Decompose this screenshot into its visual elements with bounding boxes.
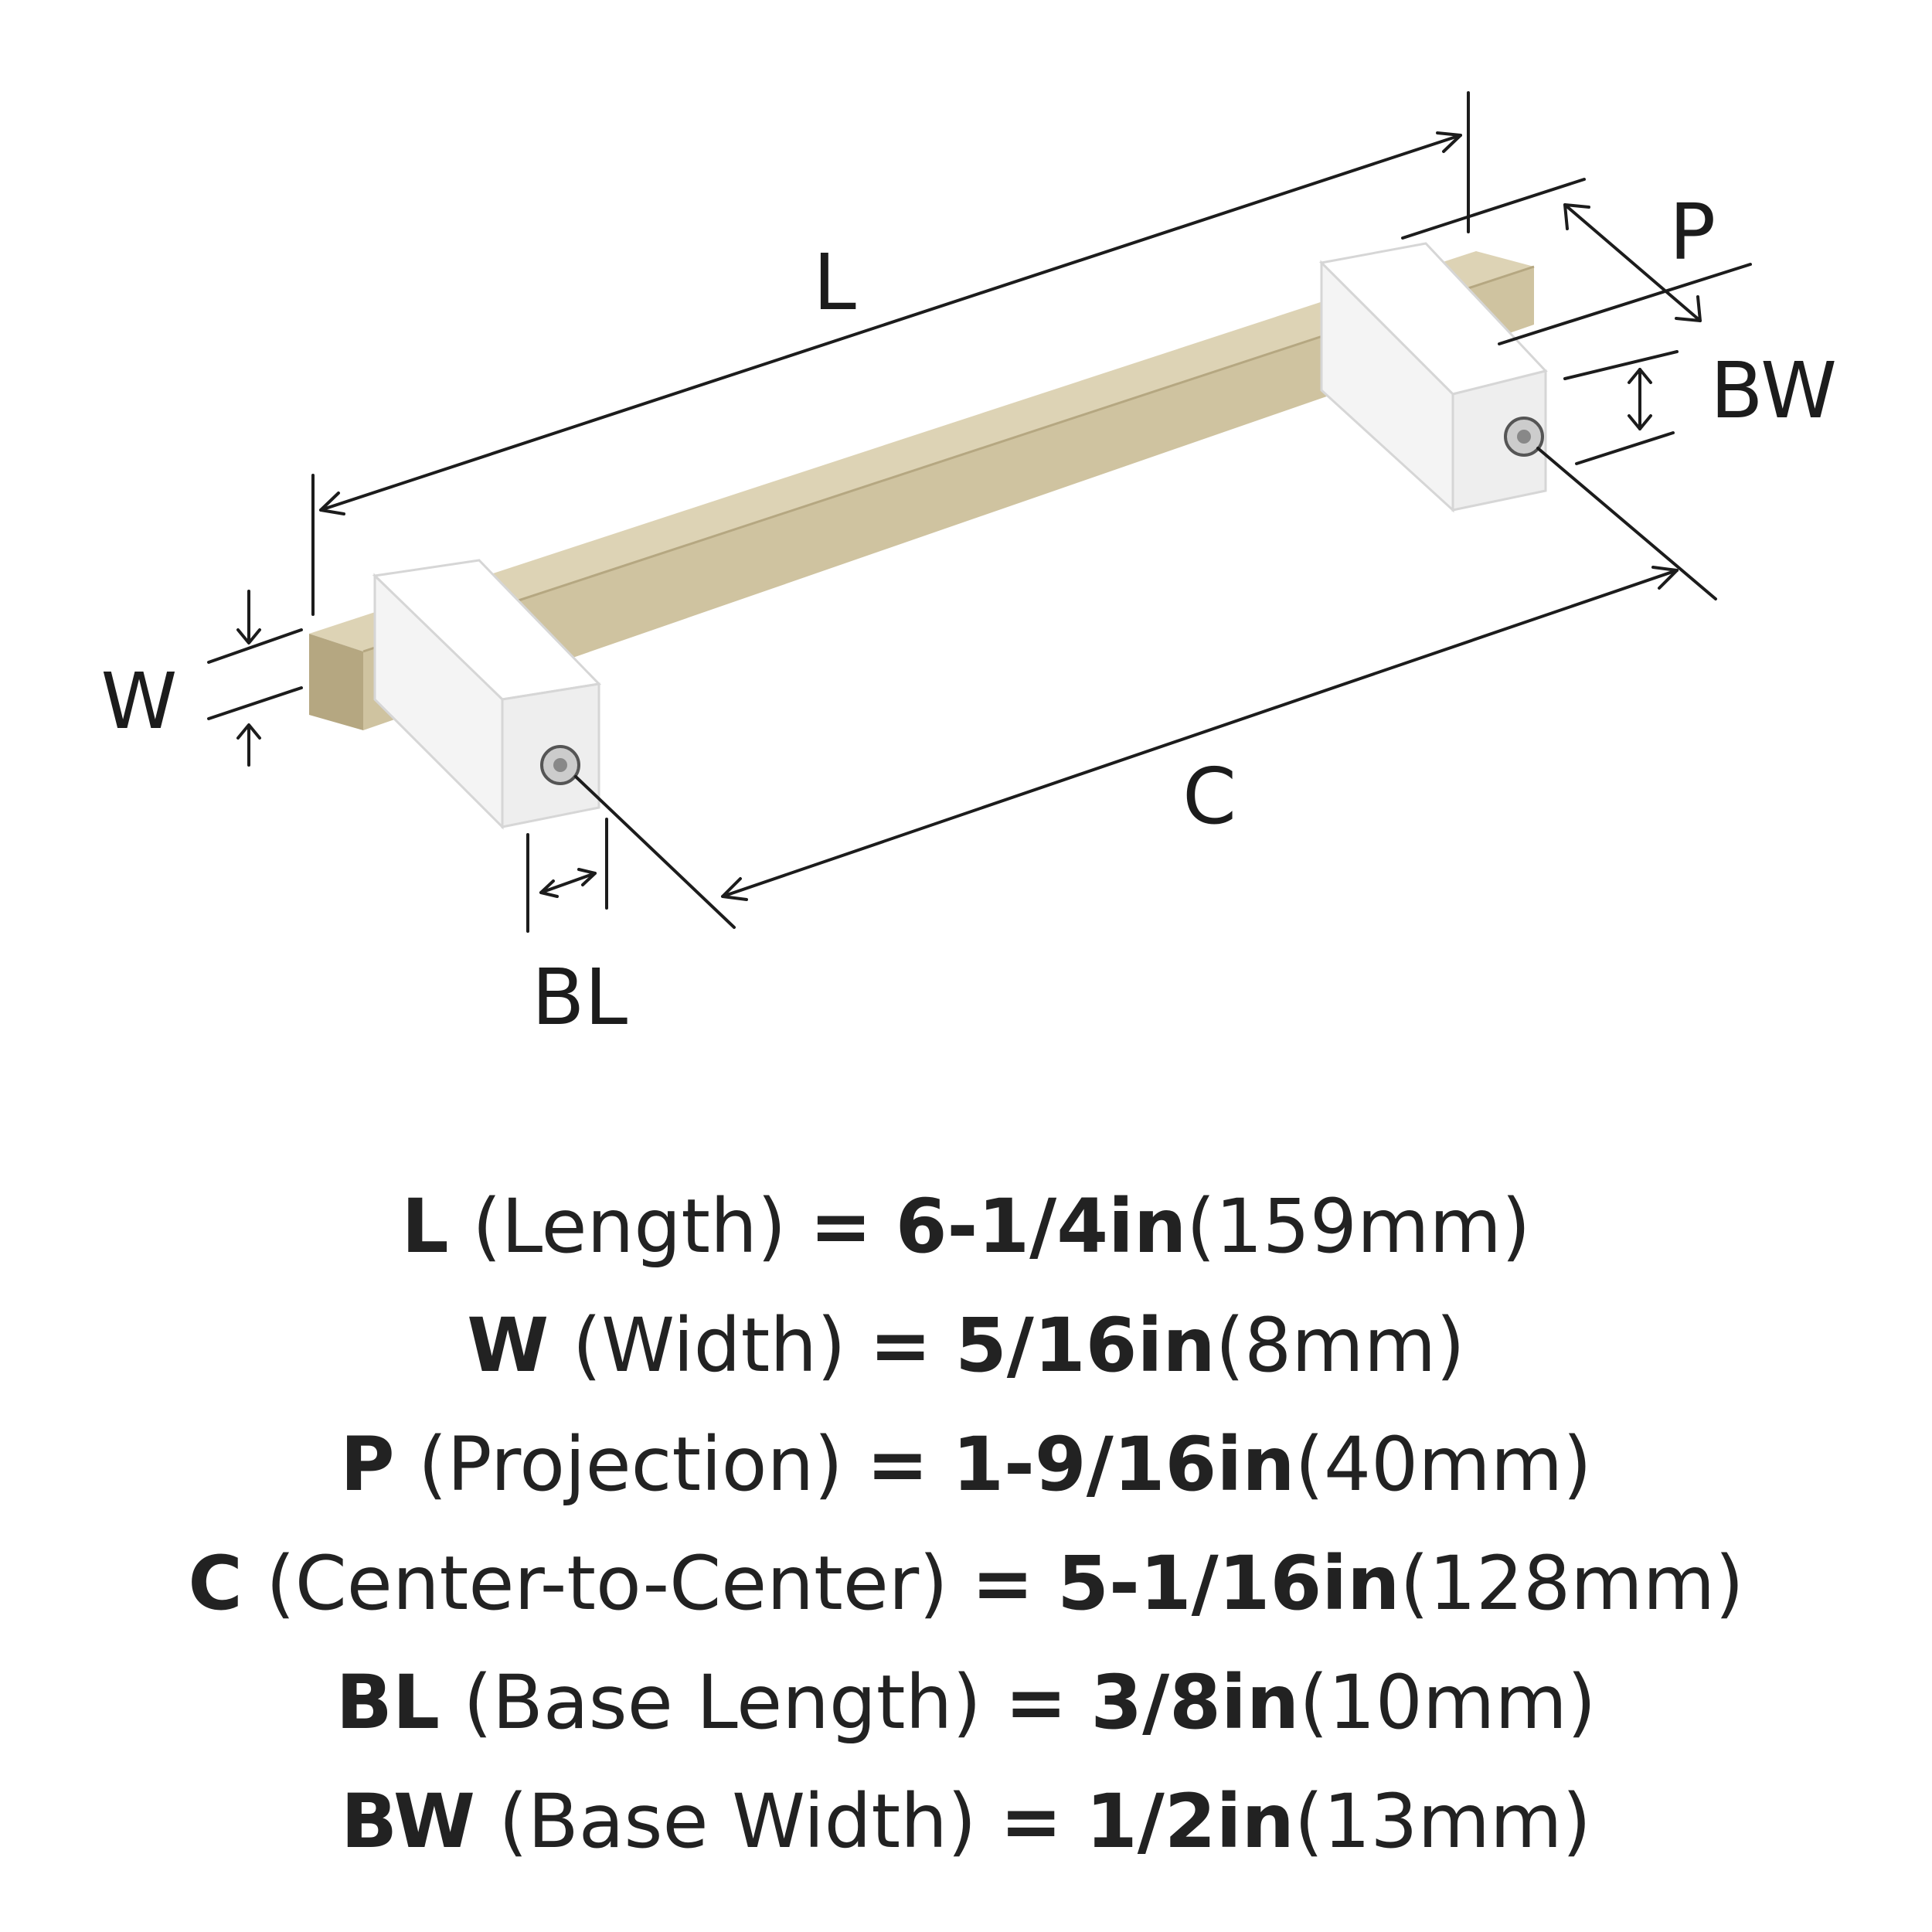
spec-eq: =	[999, 1778, 1063, 1865]
base-length-dimension: BL	[526, 818, 628, 1043]
bar-top-face	[309, 251, 1534, 651]
spec-base-width: BW (Base Width) = 1/2in(13mm)	[0, 1762, 1932, 1881]
spec-imperial: 6-1/4in	[895, 1183, 1187, 1270]
projection-arrow-top-icon	[1563, 203, 1590, 230]
right-base-face	[1451, 369, 1547, 512]
bar-front-face	[363, 267, 1534, 730]
spec-imperial: 1-9/16in	[952, 1421, 1295, 1508]
length-arrow-right-icon	[1436, 131, 1462, 153]
projection-dimension: P	[1401, 178, 1752, 345]
base-width-arrow-up-icon	[1628, 368, 1652, 384]
spec-metric: (128mm)	[1400, 1540, 1744, 1627]
specification-list: L (Length) = 6-1/4in(159mm) W (Width) = …	[0, 1167, 1932, 1881]
dim-label-C: C	[1182, 751, 1236, 842]
width-arrow-up-icon	[236, 723, 261, 740]
handle-dimension-diagram: L W P BW C	[101, 91, 1837, 1043]
center-arrow-left-icon	[721, 877, 748, 901]
spec-key: L	[401, 1183, 449, 1270]
dim-label-W: W	[101, 656, 178, 747]
spec-imperial: 1/2in	[1085, 1778, 1294, 1865]
length-arrow-left-icon	[319, 492, 345, 515]
spec-key: BW	[341, 1778, 475, 1865]
spec-key: BL	[335, 1659, 440, 1746]
base-width-dimension: BW	[1563, 345, 1837, 465]
left-screw-hole-icon	[553, 758, 567, 772]
spec-eq: =	[1005, 1659, 1067, 1746]
spec-metric: (10mm)	[1299, 1659, 1597, 1746]
spec-metric: (40mm)	[1294, 1421, 1592, 1508]
spec-key: P	[340, 1421, 395, 1508]
spec-desc: (Base Width)	[498, 1778, 977, 1865]
spec-desc: (Width)	[572, 1302, 846, 1389]
width-dimension: W	[101, 590, 303, 767]
spec-eq: =	[971, 1540, 1034, 1627]
spec-base-length: BL (Base Length) = 3/8in(10mm)	[0, 1643, 1932, 1762]
spec-metric: (8mm)	[1215, 1302, 1465, 1389]
spec-imperial: 5/16in	[954, 1302, 1216, 1389]
spec-metric: (159mm)	[1186, 1183, 1531, 1270]
width-arrow-down-icon	[236, 628, 261, 645]
spec-metric: (13mm)	[1294, 1778, 1591, 1865]
right-base	[1318, 242, 1548, 513]
left-base	[372, 559, 602, 830]
spec-projection: P (Projection) = 1-9/16in(40mm)	[0, 1405, 1932, 1524]
dim-label-BW: BW	[1710, 345, 1837, 436]
spec-imperial: 3/8in	[1090, 1659, 1300, 1746]
spec-key: W	[467, 1302, 549, 1389]
right-screw-hole-icon	[1517, 430, 1531, 444]
spec-center-to-center: C (Center-to-Center) = 5-1/16in(128mm)	[0, 1524, 1932, 1643]
spec-desc: (Center-to-Center)	[266, 1540, 948, 1627]
spec-desc: (Length)	[472, 1183, 787, 1270]
spec-eq: =	[869, 1302, 932, 1389]
spec-eq: =	[866, 1421, 929, 1508]
center-dimension: C	[574, 447, 1717, 929]
spec-imperial: 5-1/16in	[1057, 1540, 1400, 1627]
spec-key: C	[188, 1540, 243, 1627]
spec-desc: (Projection)	[418, 1421, 843, 1508]
dim-label-L: L	[813, 237, 856, 328]
length-dimension: L	[311, 91, 1470, 616]
spec-eq: =	[809, 1183, 872, 1270]
center-arrow-right-icon	[1651, 566, 1679, 590]
bar-left-end	[309, 634, 363, 730]
dim-label-BL: BL	[532, 952, 628, 1043]
base-length-arrow-left-icon	[539, 879, 559, 898]
base-width-arrow-down-icon	[1628, 414, 1652, 430]
spec-length: L (Length) = 6-1/4in(159mm)	[0, 1167, 1932, 1286]
dim-label-P: P	[1669, 187, 1716, 277]
spec-width: W (Width) = 5/16in(8mm)	[0, 1286, 1932, 1405]
projection-arrow-bottom-icon	[1675, 295, 1702, 322]
spec-desc: (Base Length)	[463, 1659, 981, 1746]
base-length-arrow-right-icon	[577, 868, 597, 886]
